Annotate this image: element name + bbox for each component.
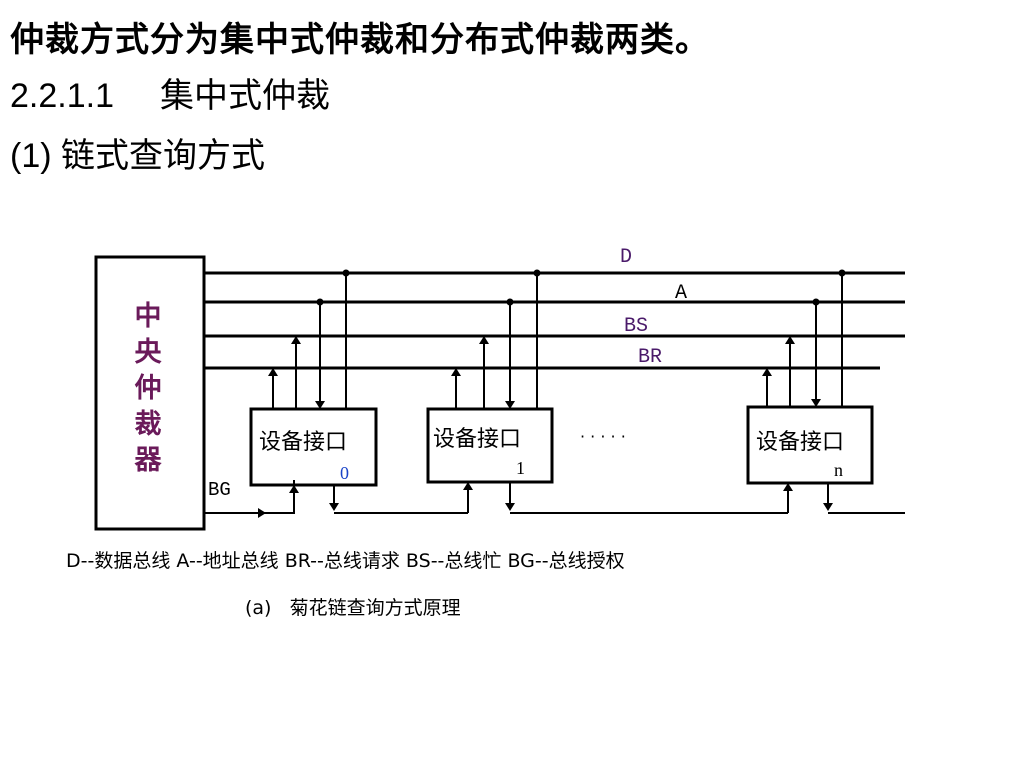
bus-label-d: D (620, 246, 632, 269)
device-label-1: 设备接口 (433, 427, 521, 452)
device-box-1 (426, 407, 554, 484)
arbiter-char-1: 中 (135, 301, 162, 332)
figure-caption: (a) 菊花链查询方式原理 (245, 597, 461, 619)
device-label-0: 设备接口 (259, 430, 347, 455)
device-box-n (746, 405, 874, 485)
ellipsis: · · · · · (580, 427, 626, 446)
legend: D--数据总线 A--地址总线 BR--总线请求 BS--总线忙 BG--总线授… (66, 550, 625, 572)
device-index-1: 1 (516, 458, 525, 478)
page-heading: 仲裁方式分为集中式仲裁和分布式仲裁两类。 (10, 20, 710, 60)
bus-label-br: BR (638, 346, 662, 369)
section-number: 2.2.1.1 (10, 77, 114, 115)
section-title: 集中式仲裁 (159, 77, 330, 115)
device-index-n: n (834, 460, 843, 480)
arbiter-char-5: 器 (134, 445, 163, 476)
arbiter-char-3: 仲 (135, 373, 162, 404)
section-heading: 2.2.1.1 集中式仲裁 (10, 68, 330, 117)
central-arbiter-box (94, 255, 206, 531)
subsection-heading: (1) 链式查询方式 (10, 137, 265, 175)
grant-signal-label: BG (208, 479, 231, 501)
bus-label-a: A (675, 282, 687, 305)
device-label-n: 设备接口 (756, 430, 844, 455)
device-box-0 (249, 407, 378, 487)
arbiter-char-4: 裁 (135, 409, 162, 440)
bus-label-bs: BS (624, 315, 648, 338)
arbiter-char-2: 央 (135, 337, 163, 368)
device-index-0: 0 (340, 463, 349, 483)
